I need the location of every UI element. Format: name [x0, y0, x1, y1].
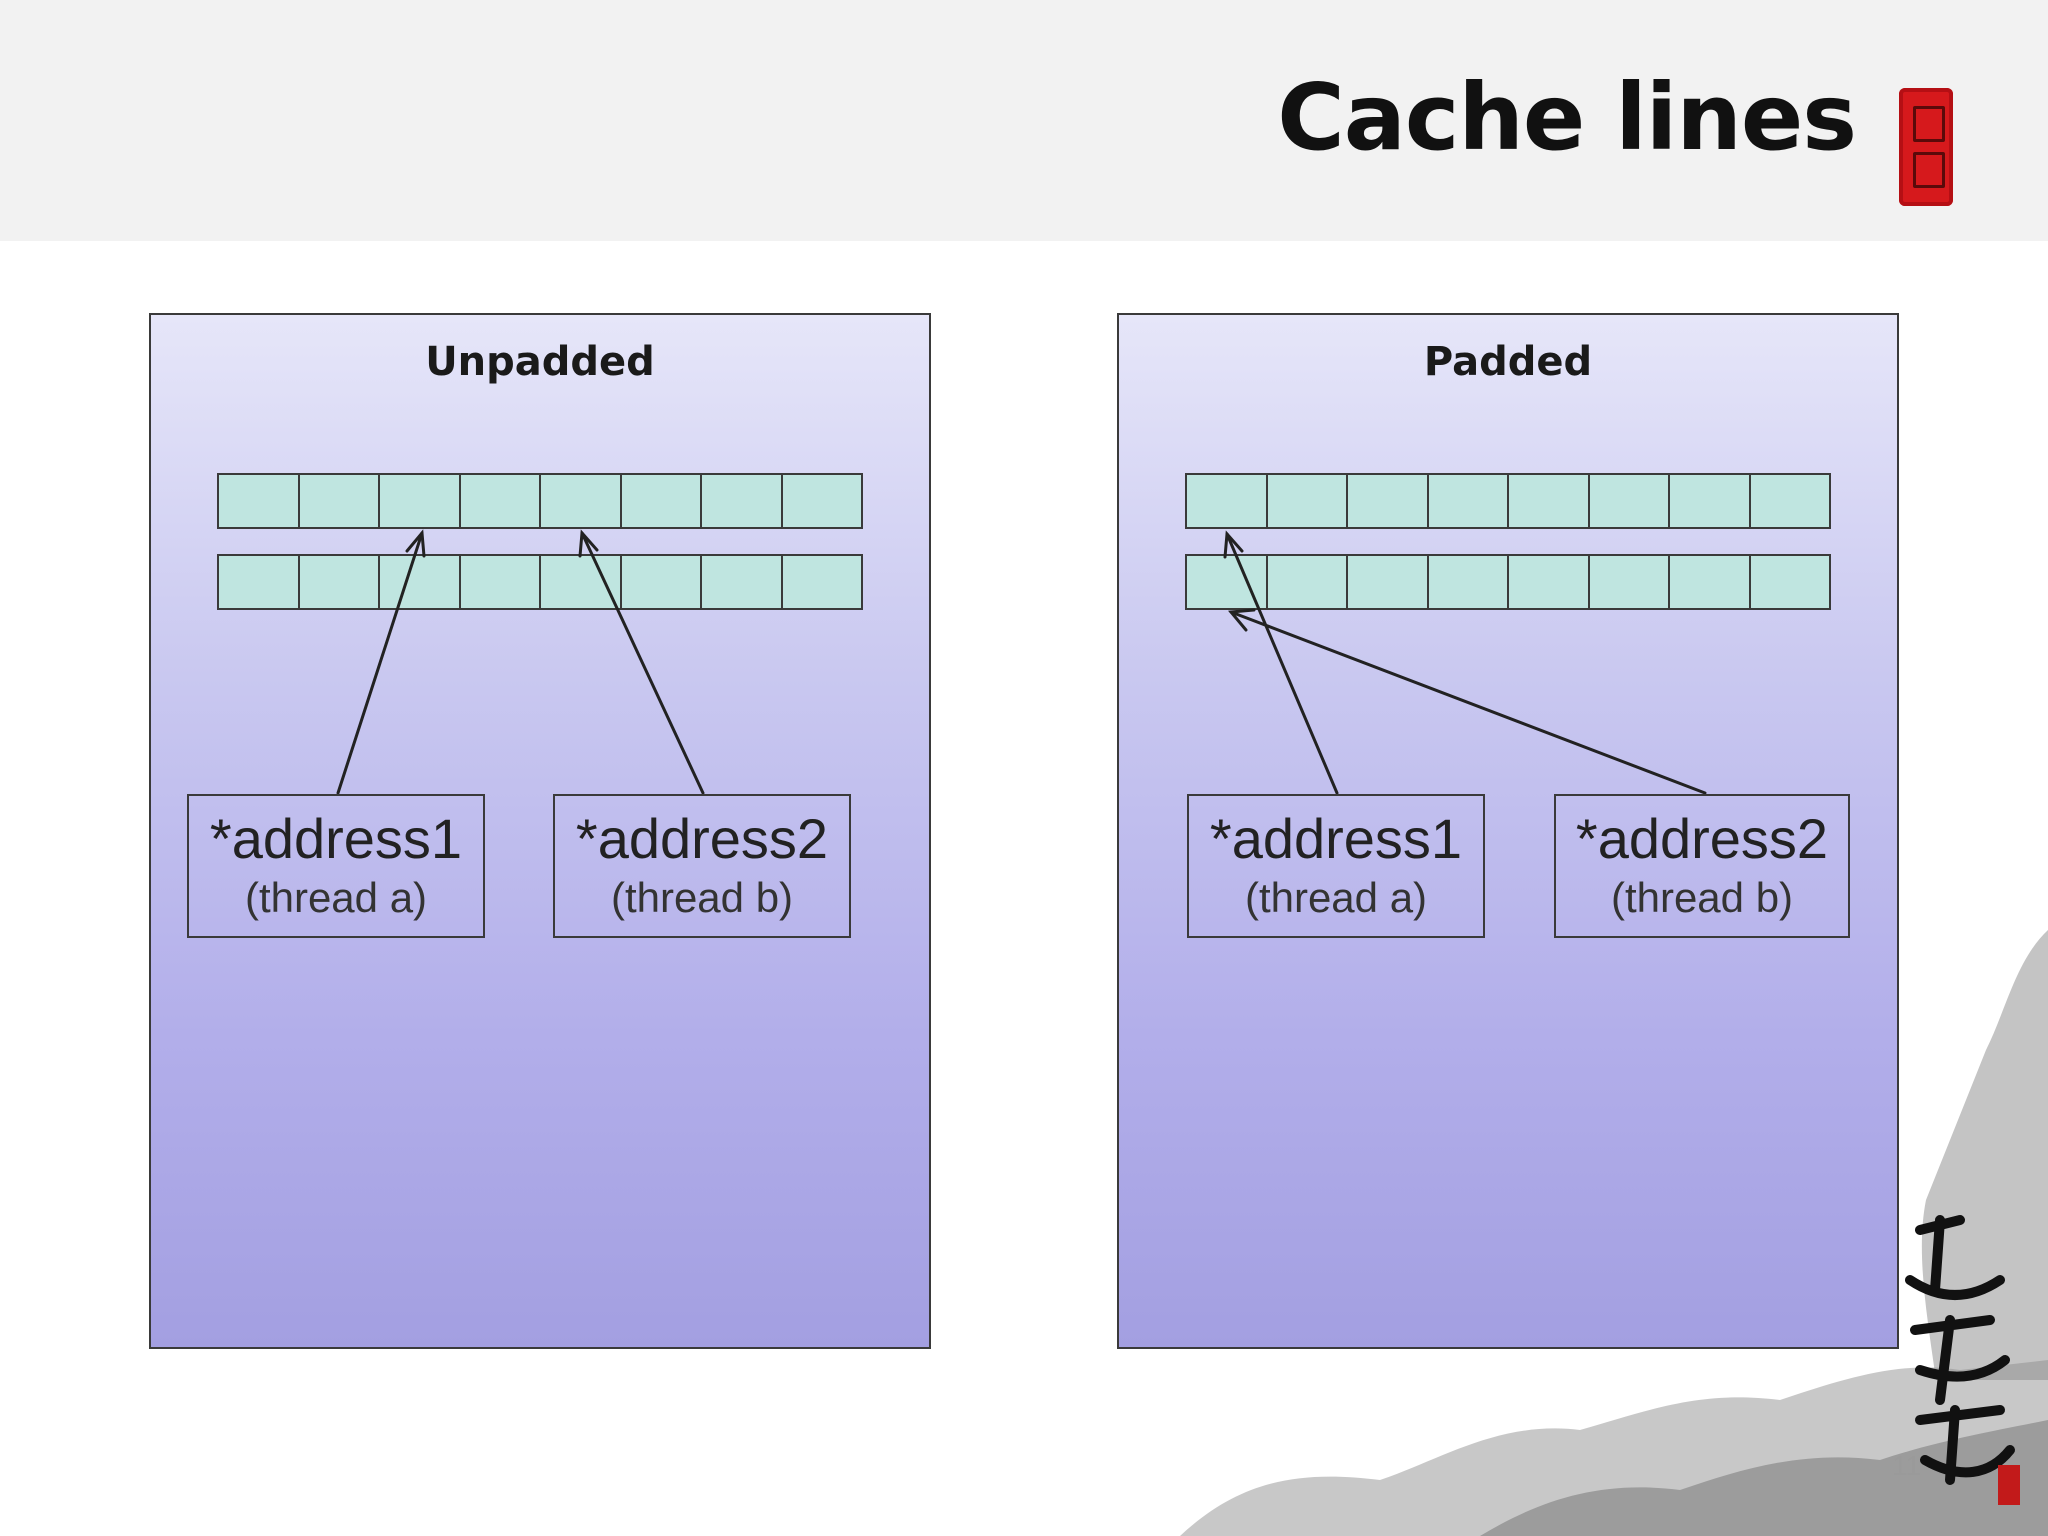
padded-panel: Padded *address1 (thread a) *address2	[1117, 313, 1899, 1349]
calligraphy-decoration	[1880, 1210, 2030, 1510]
ink-landscape-decoration	[1180, 1360, 2048, 1536]
cache-cell	[1348, 556, 1429, 608]
thread-a-label: (thread a)	[1244, 873, 1428, 921]
padded-arrows	[1223, 530, 1707, 795]
cache-cell	[622, 475, 702, 527]
cache-cell	[541, 556, 622, 608]
cache-cell	[1429, 475, 1509, 527]
cache-cell	[219, 556, 300, 608]
cache-cell	[1670, 475, 1751, 527]
arrowhead-address1	[405, 529, 426, 558]
cache-cell	[1187, 475, 1268, 527]
cache-cell	[622, 556, 702, 608]
ink-mountain-decoration	[1921, 930, 2048, 1380]
unpadded-panel: Unpadded *address1 (thread a) *address2	[149, 313, 931, 1349]
cache-cell	[300, 556, 380, 608]
address1-label: *address1	[209, 807, 463, 870]
cache-cell	[1670, 556, 1751, 608]
cache-cell	[461, 475, 541, 527]
cache-cell	[300, 475, 380, 527]
unpadded-title: Unpadded	[425, 339, 655, 385]
cache-cell	[1509, 475, 1590, 527]
cache-cell	[1590, 556, 1670, 608]
slide-title: Cache lines	[1277, 64, 1857, 171]
thread-b-label: (thread b)	[1610, 873, 1794, 921]
cache-line-1	[1185, 473, 1831, 529]
cache-cell	[1348, 475, 1429, 527]
address2-box: *address2 (thread b)	[553, 794, 851, 938]
red-seal-stamp	[1899, 88, 1953, 206]
address1-box: *address1 (thread a)	[1187, 794, 1485, 938]
cache-cell	[541, 475, 622, 527]
arrowhead-address2	[578, 529, 599, 558]
cache-cell	[702, 475, 783, 527]
cache-cell	[1268, 556, 1348, 608]
unpadded-arrows	[336, 529, 705, 795]
arrow-address2	[580, 531, 705, 795]
arrow-address1	[1225, 532, 1339, 795]
address2-label: *address2	[575, 807, 829, 870]
cache-line-2	[217, 554, 863, 610]
cache-cell	[219, 475, 300, 527]
cache-cell	[1268, 475, 1348, 527]
thread-b-label: (thread b)	[610, 873, 794, 921]
cache-cell	[1429, 556, 1509, 608]
cache-cell	[1187, 556, 1268, 608]
padded-title: Padded	[1423, 339, 1593, 385]
cache-cell	[461, 556, 541, 608]
cache-cell	[1590, 475, 1670, 527]
thread-a-label: (thread a)	[244, 873, 428, 921]
arrow-address2	[1229, 610, 1707, 795]
arrowhead-address1	[1223, 530, 1244, 559]
cache-line-1	[217, 473, 863, 529]
cache-line-2	[1185, 554, 1831, 610]
cache-cell	[380, 556, 461, 608]
cache-cell	[380, 475, 461, 527]
calligraphy-strokes	[1905, 1215, 2020, 1505]
address1-box: *address1 (thread a)	[187, 794, 485, 938]
slide-header	[0, 0, 2048, 241]
arrowhead-address2	[1228, 608, 1256, 632]
page-number: 11	[1892, 1450, 1922, 1481]
arrow-address1	[336, 531, 424, 795]
cache-cell	[702, 556, 783, 608]
address1-label: *address1	[1209, 807, 1463, 870]
cache-cell	[1509, 556, 1590, 608]
address2-label: *address2	[1575, 807, 1829, 870]
address2-box: *address2 (thread b)	[1554, 794, 1850, 938]
